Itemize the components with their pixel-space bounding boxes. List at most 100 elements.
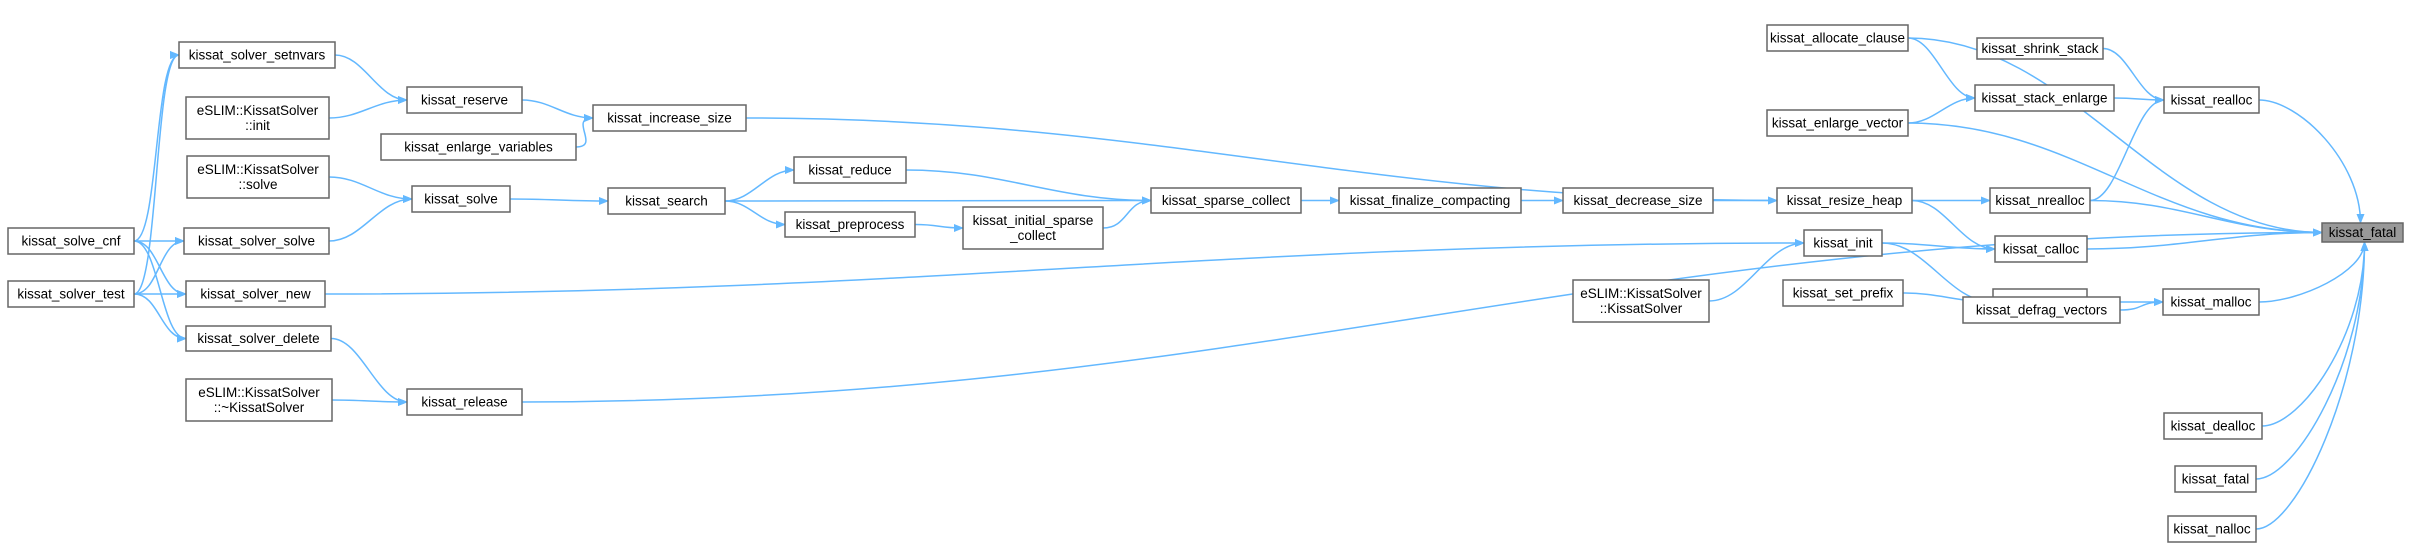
graph-node-kissat-enlarge-variables[interactable]: kissat_enlarge_variables	[380, 133, 577, 161]
graph-node-kissat-malloc[interactable]: kissat_malloc	[2162, 288, 2260, 316]
node-label: eSLIM::KissatSolver	[198, 385, 320, 400]
node-box	[178, 41, 336, 69]
node-label: kissat_sparse_collect	[1162, 193, 1291, 208]
edge-kissat-nrealloc-to-kissat-fatal-root	[2089, 199, 2323, 237]
node-box	[1338, 187, 1522, 214]
node-box	[185, 280, 326, 308]
graph-node-kissat-preprocess[interactable]: kissat_preprocess	[784, 211, 916, 238]
node-label: kissat_malloc	[2170, 295, 2251, 310]
graph-node-kissat-finalize-compacting[interactable]: kissat_finalize_compacting	[1338, 187, 1522, 214]
graph-node-kissat-allocate-clause[interactable]: kissat_allocate_clause	[1766, 24, 1909, 52]
edge-kissat-enlarge-vector-to-kissat-stack-enlarge	[1907, 94, 1976, 124]
edge-kissat-enlarge-vector-to-kissat-fatal-root	[1907, 122, 2323, 237]
node-box	[406, 388, 523, 416]
edge-kissat-solver-setnvars-to-kissat-reserve	[334, 54, 408, 104]
graph-node-kissat-increase-size[interactable]: kissat_increase_size	[592, 104, 747, 132]
graph-node-kissat-decrease-size[interactable]: kissat_decrease_size	[1562, 187, 1714, 214]
graph-node-kissat-stack-enlarge[interactable]: kissat_stack_enlarge	[1974, 84, 2115, 112]
edge-eslim-kissatsolver-ctor-to-kissat-init	[1708, 239, 1805, 302]
node-box	[185, 325, 332, 352]
edge-kissat-defrag-vectors-to-kissat-malloc	[2119, 298, 2164, 311]
graph-node-kissat-solver-test[interactable]: kissat_solver_test	[7, 280, 135, 308]
graph-node-kissat-calloc[interactable]: kissat_calloc	[1994, 235, 2088, 263]
node-label: kissat_solver_new	[200, 287, 311, 302]
node-label: ::KissatSolver	[1600, 301, 1683, 316]
graph-node-kissat-sparse-collect[interactable]: kissat_sparse_collect	[1150, 187, 1302, 214]
node-box	[1962, 296, 2121, 324]
node-box	[2174, 465, 2257, 493]
graph-node-kissat-solver-solve[interactable]: kissat_solver_solve	[183, 227, 330, 255]
edge-kissat-solve-cnf-to-kissat-solver-setnvars	[133, 51, 180, 242]
graph-node-kissat-reduce[interactable]: kissat_reduce	[793, 156, 907, 184]
graph-node-kissat-fatal-root[interactable]: kissat_fatal	[2321, 222, 2404, 243]
graph-node-kissat-solve[interactable]: kissat_solve	[411, 185, 511, 213]
graph-node-kissat-solver-setnvars[interactable]: kissat_solver_setnvars	[178, 41, 336, 69]
node-label: kissat_nalloc	[2173, 522, 2251, 537]
graph-node-eslim-kissatsolver-init[interactable]: eSLIM::KissatSolver::init	[185, 96, 330, 140]
graph-node-kissat-fatal-b[interactable]: kissat_fatal	[2174, 465, 2257, 493]
edge-kissat-fatal-b-to-kissat-fatal-root	[2255, 241, 2369, 480]
graph-node-eslim-kissatsolver-dtor[interactable]: eSLIM::KissatSolver::~KissatSolver	[185, 378, 333, 422]
node-box	[1766, 24, 1909, 52]
graph-node-kissat-enlarge-vector[interactable]: kissat_enlarge_vector	[1766, 109, 1909, 137]
node-box	[1572, 279, 1710, 323]
node-label: kissat_allocate_clause	[1770, 31, 1905, 46]
node-box	[1994, 235, 2088, 263]
edge-kissat-malloc-to-kissat-fatal-root	[2258, 241, 2369, 303]
node-label: kissat_stack_enlarge	[1981, 91, 2107, 106]
node-label: ::solve	[238, 177, 277, 192]
graph-node-kissat-init[interactable]: kissat_init	[1803, 229, 1883, 257]
edge-kissat-realloc-to-kissat-fatal-root	[2258, 99, 2365, 224]
graph-node-kissat-dealloc[interactable]: kissat_dealloc	[2163, 412, 2263, 440]
edge-kissat-solver-test-to-kissat-solver-solve	[133, 237, 185, 295]
graph-node-eslim-kissatsolver-ctor[interactable]: eSLIM::KissatSolver::KissatSolver	[1572, 279, 1710, 323]
edge-kissat-solver-test-to-kissat-solver-delete	[133, 293, 187, 343]
node-box	[607, 187, 726, 215]
graph-node-kissat-nrealloc[interactable]: kissat_nrealloc	[1989, 187, 2091, 214]
graph-node-kissat-resize-heap[interactable]: kissat_resize_heap	[1776, 187, 1913, 214]
graph-node-kissat-solver-delete[interactable]: kissat_solver_delete	[185, 325, 332, 352]
node-label: kissat_realloc	[2171, 93, 2253, 108]
node-label: kissat_shrink_stack	[1981, 41, 2098, 56]
node-label: kissat_increase_size	[607, 111, 732, 126]
edge-kissat-initial-sparse-collect-to-kissat-sparse-collect	[1102, 196, 1152, 229]
node-box	[1150, 187, 1302, 214]
graph-node-kissat-shrink-stack[interactable]: kissat_shrink_stack	[1976, 37, 2104, 60]
node-label: kissat_enlarge_variables	[404, 140, 553, 155]
node-box	[185, 96, 330, 140]
graph-node-kissat-release[interactable]: kissat_release	[406, 388, 523, 416]
graph-node-kissat-solve-cnf[interactable]: kissat_solve_cnf	[7, 227, 135, 255]
node-label: ::~KissatSolver	[214, 400, 305, 415]
node-label: kissat_nrealloc	[1995, 193, 2085, 208]
node-box	[1989, 187, 2091, 214]
edge-kissat-solver-solve-to-kissat-solve	[328, 195, 413, 242]
node-box	[1974, 84, 2115, 112]
node-box	[406, 86, 523, 114]
node-box	[7, 280, 135, 308]
graph-node-kissat-solver-new[interactable]: kissat_solver_new	[185, 280, 326, 308]
node-box	[1776, 187, 1913, 214]
graph-node-eslim-kissatsolver-solve[interactable]: eSLIM::KissatSolver::solve	[186, 155, 330, 199]
node-box	[1562, 187, 1714, 214]
node-label: kissat_fatal	[2182, 472, 2250, 487]
node-box	[1803, 229, 1883, 257]
graph-node-kissat-nalloc[interactable]: kissat_nalloc	[2167, 515, 2257, 543]
node-box	[2163, 86, 2260, 114]
edge-eslim-kissatsolver-dtor-to-kissat-release	[331, 397, 408, 406]
graph-node-kissat-realloc[interactable]: kissat_realloc	[2163, 86, 2260, 114]
node-box	[7, 227, 135, 255]
graph-node-kissat-reserve[interactable]: kissat_reserve	[406, 86, 523, 114]
graph-node-kissat-defrag-vectors[interactable]: kissat_defrag_vectors	[1962, 296, 2121, 324]
node-label: kissat_set_prefix	[1793, 286, 1894, 301]
node-label: kissat_initial_sparse	[973, 213, 1094, 228]
graph-node-kissat-search[interactable]: kissat_search	[607, 187, 726, 215]
edge-kissat-reserve-to-kissat-increase-size	[521, 99, 594, 122]
node-label: kissat_finalize_compacting	[1350, 193, 1511, 208]
graph-node-kissat-initial-sparse-collect[interactable]: kissat_initial_sparse_collect	[962, 206, 1104, 250]
node-label: kissat_solver_delete	[197, 331, 319, 346]
edge-kissat-calloc-to-kissat-fatal-root	[2086, 228, 2323, 250]
edge-kissat-solver-new-to-kissat-init	[324, 239, 1805, 295]
node-box	[2321, 222, 2404, 243]
graph-node-kissat-set-prefix[interactable]: kissat_set_prefix	[1782, 279, 1904, 307]
